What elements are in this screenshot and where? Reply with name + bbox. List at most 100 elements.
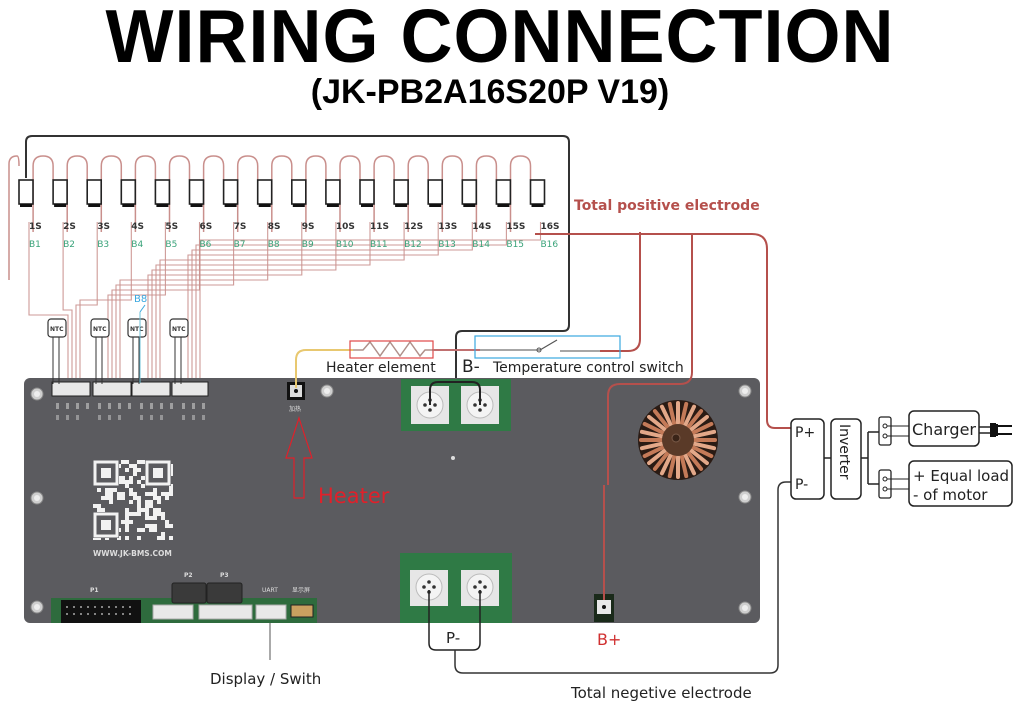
heater-element-label: Heater element [326,360,436,376]
total-negative-label: Total negetive electrode [570,684,752,702]
charger-terminal [878,416,892,446]
cell-series-label: 16S [541,222,560,232]
heater-wire [295,349,353,388]
cell-bank-label: B4 [131,240,143,250]
charger-label: Charger [912,420,976,439]
display-connector [290,604,314,618]
cell-bank-label: B1 [29,240,41,250]
cell-bank-label: B8 [268,240,280,250]
cell-bank-label: B6 [200,240,212,250]
pin-labels [56,403,205,420]
ntc-sensor: NTC [90,318,110,384]
cell-series-label: 6S [200,222,213,232]
battery-cell: 14S B14 [461,179,491,250]
cell-series-label: 9S [302,222,315,232]
website-label: WWW.JK-BMS.COM [93,549,172,558]
temp-switch-label: Temperature control switch [492,360,684,376]
display-switch-label: Display / Swith [210,670,321,688]
p-minus-terminal [400,553,512,623]
load-label-line2: - of motor [913,486,988,504]
battery-cell: 13S B13 [427,179,457,250]
total-negative-wire [454,481,795,674]
ntc-sensor: NTC [169,318,189,384]
toroid-inductor [638,400,718,480]
cell-bank-label: B14 [472,240,490,250]
balance-connectors [51,381,209,397]
balance-wires [8,155,542,385]
temp-switch-highlight [474,335,621,359]
battery-cell: 5S B5 [154,179,178,250]
display-port-label: 显示屏 [292,587,310,594]
cell-series-label: 2S [63,222,76,232]
heater-arrow [285,416,313,499]
cell-bank-label: B13 [438,240,456,250]
b-plus-label: B+ [597,630,621,649]
cell-series-label: 15S [506,222,525,232]
ntc-sensor: NTC [127,318,147,384]
cell-series-label: 5S [165,222,178,232]
load-box [908,460,1013,507]
mounting-holes [30,384,752,615]
uart-connector [255,604,287,620]
heater-port-label: 加热 [289,405,301,413]
inverter-label: Inverter [836,424,852,480]
cell-series-label: 3S [97,222,110,232]
total-positive-wire [535,233,795,429]
total-positive-label: Total positive electrode [574,198,760,214]
cell-bank-label: B3 [97,240,109,250]
battery-cell: 3S B3 [86,179,110,250]
cell-series-label: 4S [131,222,144,232]
load-label-line1: + Equal load [913,467,1009,485]
cell-bank-label: B2 [63,240,75,250]
p-plus-box-label: P+ [795,425,815,441]
p1-header [61,600,141,623]
battery-cell: 2S B2 [52,179,76,250]
b8-tap-label: B8 [134,294,147,305]
ntc-sensors: NTC NTC NTC NTC [47,318,189,384]
cell-bank-label: B16 [541,240,559,250]
p3-label: P3 [220,572,229,579]
uart-label: UART [262,587,278,594]
heater-label: Heater [318,484,390,508]
cell-bank-label: B15 [506,240,524,250]
battery-cell: 11S B11 [359,179,389,250]
p-output-box [790,418,825,500]
cell-bank-label: B11 [370,240,388,250]
p1-label: P1 [90,587,99,594]
cell-series-label: 1S [29,222,42,232]
battery-cell: 1S B1 [18,179,42,250]
qr-code [92,459,173,540]
cell-bank-label: B7 [234,240,246,250]
cell-series-label: 13S [438,222,457,232]
diagram-subtitle: (JK-PB2A16S20P V19) [310,73,670,111]
battery-cell: 15S B15 [495,179,525,250]
battery-cell: 9S B9 [290,179,315,250]
p2-connector [171,582,207,604]
battery-cell: 16S B16 [529,179,560,250]
battery-cells: 1SB12SB23SB34SB45SB56SB67SB78SB89SB910SB… [18,179,560,250]
load-terminal [878,469,892,499]
b-minus-terminal [401,379,511,431]
cell-series-label: 10S [336,222,355,232]
ntc-sensor: NTC [47,318,67,384]
p-minus-box-label: P- [795,477,808,493]
svg-text:NTC: NTC [172,326,186,333]
battery-cell: 6S B6 [188,179,213,250]
cell-series-label: 8S [268,222,281,232]
diagram-title: WIRING CONNECTION [105,0,895,80]
cell-bank-label: B5 [165,240,177,250]
cell-bank-label: B12 [404,240,422,250]
p2-label: P2 [184,572,193,579]
cell-bank-label: B9 [302,240,314,250]
cell-series-label: 14S [472,222,491,232]
charger-box [908,410,980,447]
svg-text:NTC: NTC [50,326,64,333]
cell-series-label: 11S [370,222,389,232]
svg-text:NTC: NTC [93,326,107,333]
b-minus-label: B- [462,357,480,377]
plug-icon [979,423,1012,437]
